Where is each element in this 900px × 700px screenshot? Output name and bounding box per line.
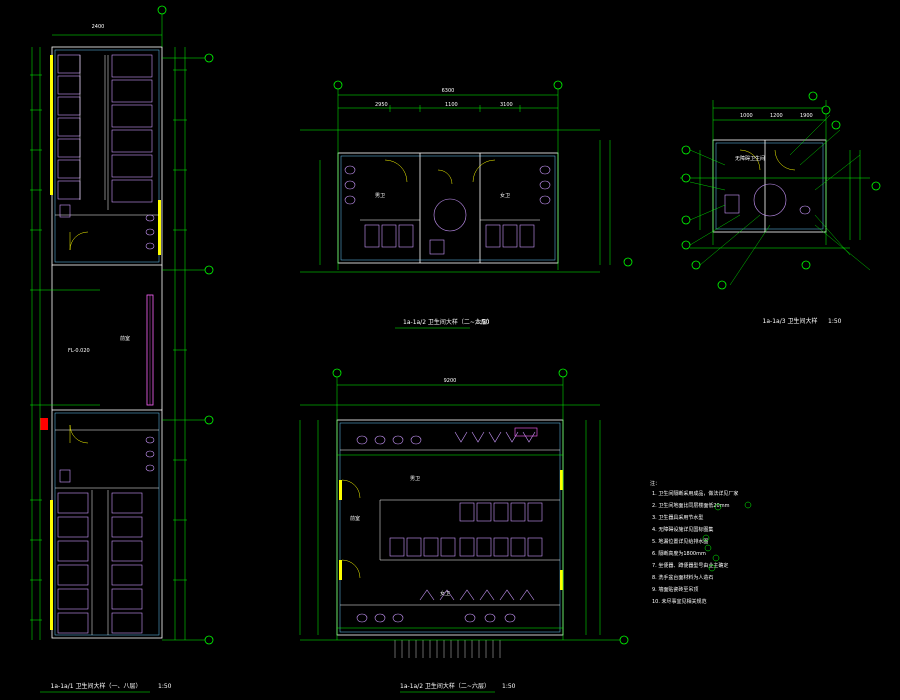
mid-bottom-plan (299, 375, 620, 658)
mid-bottom-label-men: 男卫 (410, 476, 420, 482)
mid-top-scale: 1:50 (476, 319, 490, 326)
axis-bubble-top (157, 5, 167, 15)
right-top-scale: 1:50 (828, 318, 842, 325)
mid-bottom-scale: 1:50 (502, 683, 516, 690)
right-top-title: 1a-1a/3 卫生间大样 (763, 317, 818, 325)
right-top-bubbles (681, 91, 881, 290)
mid-bottom-label-vestibule: 前室 (350, 515, 360, 522)
left-label-floor-level: FL-0.020 (68, 348, 90, 354)
note-1: 1. 卫生间隔断采用成品，做法详见厂家 (652, 490, 738, 497)
mid-top-title: 1a-1a/2 卫生间大样（二~六层） (403, 318, 493, 326)
mid-top-overall-dim: 6300 (442, 88, 455, 94)
right-top-dim-3: 1900 (800, 113, 813, 119)
mid-top-label-men: 男卫 (375, 193, 385, 199)
axis-bubble-3 (204, 415, 214, 425)
note-8: 8. 洗手盆台面材料为人造石 (652, 574, 713, 581)
note-6: 6. 隔断高度为1800mm (652, 550, 706, 557)
left-plan (30, 12, 205, 641)
left-overall-dim: 2400 (92, 24, 105, 30)
right-top-label: 无障碍卫生间 (735, 155, 765, 162)
mid-top-axis-bubbles (333, 80, 633, 267)
note-2: 2. 卫生间地面比同层楼面低20mm (652, 502, 730, 509)
note-5: 5. 地漏位置详见给排水图 (652, 538, 708, 545)
axis-bubble-mt-right (553, 80, 563, 90)
notes-heading: 注： (650, 480, 660, 487)
mid-top-dim-2: 1100 (445, 102, 458, 108)
right-top-dim-2: 1200 (770, 113, 783, 119)
right-top-plan (680, 100, 871, 286)
mid-top-label-women: 女卫 (500, 192, 510, 199)
right-top-dim-1: 1000 (740, 113, 753, 119)
left-plan-title: 1a-1a/1 卫生间大样（一、八层） (51, 682, 142, 690)
mid-bottom-axis-bubbles (332, 368, 629, 645)
mid-bottom-overall-dim: 9200 (444, 378, 457, 384)
left-label-vestibule: 前室 (120, 335, 130, 342)
note-7: 7. 坐便器、蹲便器型号由业主确定 (652, 562, 728, 569)
axis-bubble-1 (204, 53, 214, 63)
axis-bubble-2 (204, 265, 214, 275)
mid-top-dim-3: 3100 (500, 102, 513, 108)
note-4: 4. 无障碍设施详见国标图集 (652, 526, 713, 533)
axis-bubble-4 (204, 635, 214, 645)
left-plan-axis-bubbles (157, 5, 214, 645)
left-plan-scale: 1:50 (158, 683, 172, 690)
mid-top-plan (300, 85, 611, 273)
notes-block: 注： 1. 卫生间隔断采用成品，做法详见厂家 2. 卫生间地面比同层楼面低20m… (650, 480, 752, 605)
axis-bubble-mt-side (623, 257, 633, 267)
axis-bubble-mt-left (333, 80, 343, 90)
note-9: 9. 墙面贴瓷砖至吊顶 (652, 586, 698, 593)
note-3: 3. 卫生器具采用节水型 (652, 514, 703, 521)
mid-bottom-title: 1a-1a/2 卫生间大样（二~六层） (400, 682, 490, 690)
mid-top-dim-1: 2950 (375, 102, 388, 108)
mid-bottom-label-women: 女卫 (440, 590, 450, 597)
note-10: 10. 未尽事宜见相关规范 (652, 598, 707, 605)
